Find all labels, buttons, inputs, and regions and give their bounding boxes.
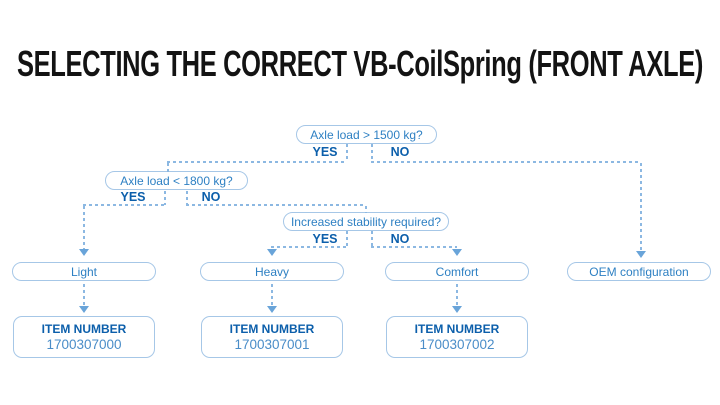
connector-d2-no-drop [365,206,367,213]
decision-axle-load-1800: Axle load < 1800 kg? [105,171,248,190]
item-number-value: 1700307001 [234,336,310,352]
decision2-no-label: NO [201,190,221,204]
decision3-no-label: NO [390,232,410,246]
connector-d2-yes-drop [83,206,85,249]
outcome-light: Light [12,262,156,281]
item-number-header: ITEM NUMBER [414,321,500,336]
connector-heavy-item [271,284,273,306]
connector-d2-no-stub [186,191,188,205]
decision-label: Axle load > 1500 kg? [310,127,423,142]
connector-d3-yes-stub [346,231,348,247]
connector-d1-no-stub [371,144,373,162]
decision1-yes-label: YES [312,145,338,159]
decision3-yes-label: YES [312,232,338,246]
decision1-no-label: NO [390,145,410,159]
connector-light-item [83,284,85,306]
connector-comfort-item [456,284,458,306]
arrow-down-icon [452,249,462,256]
connector-d3-yes-horizontal [271,246,347,248]
decision-label: Axle load < 1800 kg? [120,173,233,188]
item-box-heavy: ITEM NUMBER 1700307001 [201,316,343,358]
outcome-label: OEM configuration [589,264,689,279]
decision-increased-stability: Increased stability required? [283,212,449,231]
arrow-down-icon [267,249,277,256]
arrow-down-icon [267,306,277,313]
connector-d3-no-horizontal [371,246,457,248]
decision-label: Increased stability required? [290,214,442,229]
connector-d1-yes-stub [346,144,348,162]
page-title: SELECTING THE CORRECT VB-CoilSpring (FRO… [17,43,703,84]
arrow-down-icon [79,306,89,313]
connector-d1-yes-drop [167,163,169,172]
connector-d2-no-horizontal [186,204,366,206]
item-number-header: ITEM NUMBER [229,321,315,336]
outcome-comfort: Comfort [385,262,529,281]
outcome-oem-configuration: OEM configuration [567,262,711,281]
connector-d2-yes-stub [164,191,166,205]
decision2-yes-label: YES [120,190,146,204]
item-number-header: ITEM NUMBER [41,321,127,336]
item-number-value: 1700307002 [419,336,495,352]
arrow-down-icon [452,306,462,313]
decision-axle-load-1500: Axle load > 1500 kg? [296,125,437,144]
outcome-label: Light [70,264,98,279]
connector-d2-yes-horizontal [83,204,165,206]
outcome-label: Comfort [435,264,479,279]
outcome-label: Heavy [254,264,289,279]
outcome-heavy: Heavy [200,262,344,281]
connector-d1-yes-horizontal [167,161,347,163]
connector-d1-no-drop [640,163,642,251]
item-box-light: ITEM NUMBER 1700307000 [13,316,155,358]
item-number-value: 1700307000 [46,336,122,352]
arrow-down-icon [79,249,89,256]
arrow-down-icon [636,251,646,258]
item-box-comfort: ITEM NUMBER 1700307002 [386,316,528,358]
connector-d3-no-stub [371,231,373,247]
connector-d1-no-horizontal [371,161,641,163]
